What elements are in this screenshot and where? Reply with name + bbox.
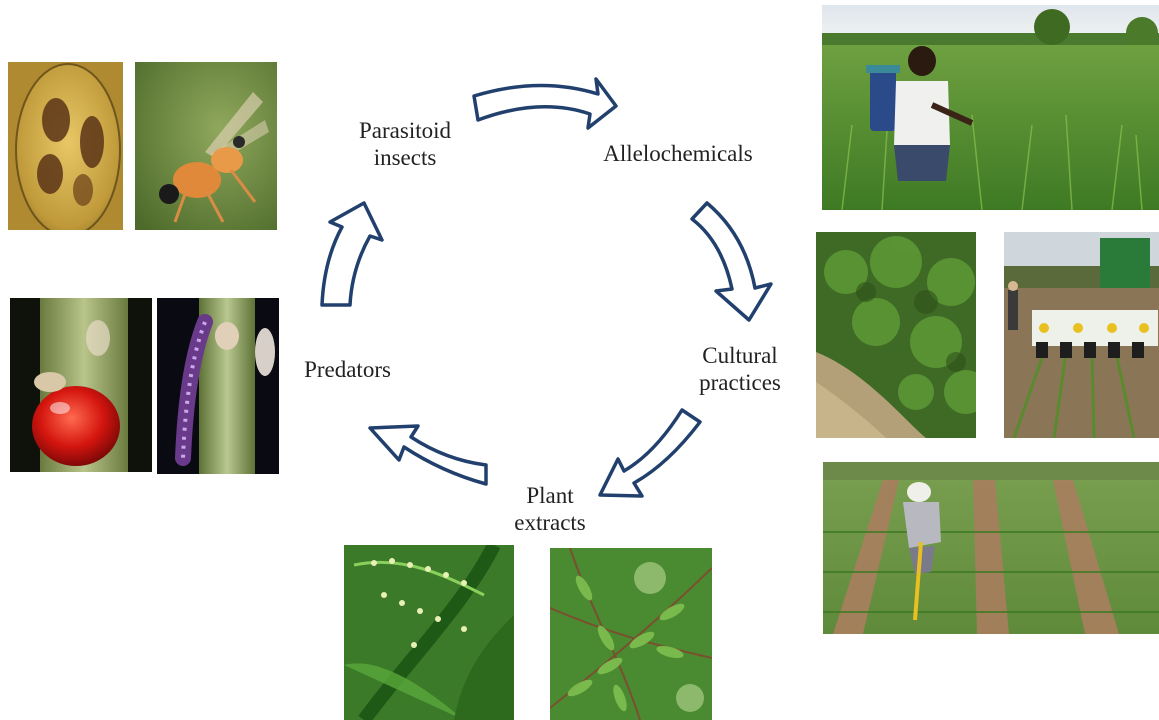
node-label-line: Allelochemicals [603, 141, 753, 166]
photo-crop-rows [816, 232, 976, 438]
node-label-plant-extracts: Plant extracts [495, 482, 605, 536]
node-label-allelochemicals: Allelochemicals [588, 140, 768, 167]
photo-parasitized-egg [8, 62, 123, 230]
node-label-line: Cultural [702, 343, 778, 368]
photo-ladybird-beetle [10, 298, 152, 472]
photo-neem-leaves [550, 548, 712, 720]
photo-tractor-planter [1004, 232, 1159, 438]
photo-hand-weeding [823, 462, 1159, 634]
arrow-plant-to-predators [368, 424, 488, 486]
node-label-line: Parasitoid [359, 118, 451, 143]
node-label-predators: Predators [285, 356, 410, 383]
node-label-line: extracts [514, 510, 586, 535]
photo-predator-larva [157, 298, 279, 474]
photo-plant-with-seeds [344, 545, 514, 720]
node-label-line: insects [373, 145, 437, 170]
photo-parasitoid-wasp [135, 62, 277, 230]
node-label-cultural-practices: Cultural practices [680, 342, 800, 396]
node-label-parasitoid-insects: Parasitoid insects [345, 117, 465, 171]
arrow-predators-to-parasitoid [320, 201, 384, 307]
arrow-parasitoid-to-allelochemicals [472, 77, 618, 130]
node-label-line: practices [699, 370, 781, 395]
photo-farmer-spraying [822, 5, 1159, 210]
arrow-allelochemicals-to-cultural [690, 201, 773, 322]
node-label-line: Predators [304, 357, 391, 382]
node-label-line: Plant [526, 483, 574, 508]
arrow-cultural-to-plant [598, 408, 702, 498]
